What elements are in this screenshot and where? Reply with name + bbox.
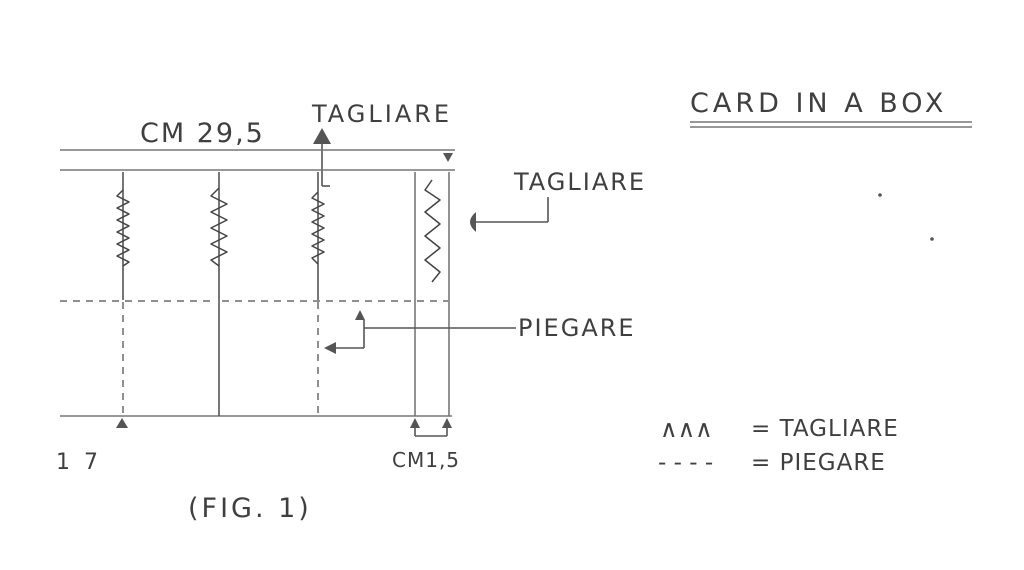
fold-arrow-left: [324, 342, 336, 354]
legend-zigzag-symbol: ∧∧∧: [660, 415, 713, 443]
ink-dot-2: [930, 237, 934, 241]
corner-marker: [443, 153, 453, 162]
right-dim-marker-1: [410, 418, 420, 428]
fold-arrow-up: [355, 310, 365, 320]
legend-zigzag-meaning: = TAGLIARE: [751, 416, 899, 442]
cut-zigzag-2: [210, 187, 228, 267]
figure-caption: (FIG. 1): [188, 493, 312, 524]
cut-callout-pointer: [470, 212, 476, 232]
title: CARD IN A BOX: [690, 88, 947, 119]
cut-label-right: TAGLIARE: [513, 168, 646, 196]
cut-zigzag-1: [116, 189, 130, 267]
left-dim-label: 17: [56, 450, 112, 475]
cut-arrow-top: [313, 128, 331, 144]
legend-dashed-symbol: - - - -: [658, 450, 713, 476]
legend-dashed-meaning: = PIEGARE: [751, 450, 886, 476]
cut-zigzag-4: [424, 179, 441, 283]
cut-zigzag-3: [311, 191, 325, 265]
right-dim-marker-2: [442, 418, 452, 428]
cut-label-top: TAGLIARE: [311, 100, 452, 128]
fold-label: PIEGARE: [518, 314, 636, 342]
left-dim-marker: [116, 418, 128, 428]
ink-dot-1: [878, 193, 882, 197]
width-label: CM 29,5: [140, 118, 265, 149]
right-dim-label: CM1,5: [392, 448, 460, 472]
